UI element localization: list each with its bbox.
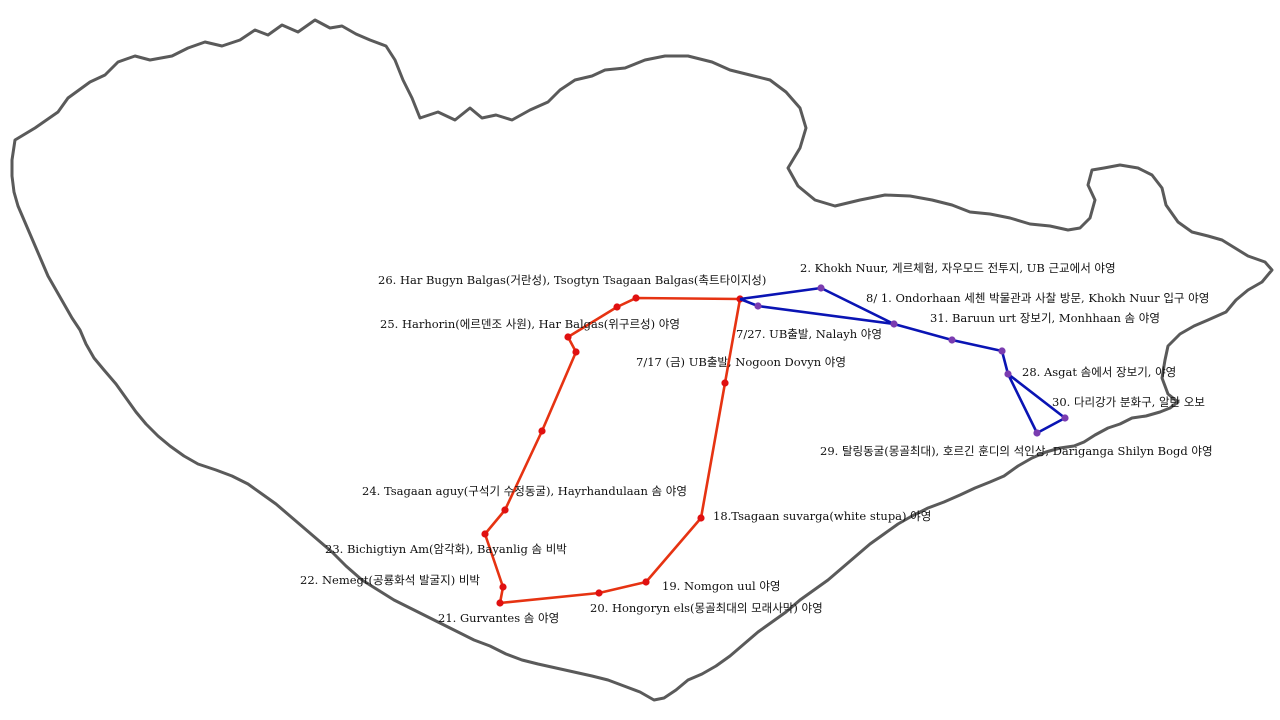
- label-day31: 31. Baruun urt 장보기, Monhhaan 솜 야영: [930, 311, 1160, 325]
- label-day23: 23. Bichigtiyn Am(암각화), Bayanlig 솜 비박: [325, 542, 567, 556]
- route-south-stop-marker: [499, 583, 507, 591]
- label-day30: 30. 다리강가 분화구, 알탄 오보: [1052, 395, 1205, 409]
- route-south-stop-marker: [613, 303, 621, 311]
- route-south-stop-marker: [564, 333, 572, 341]
- route-east-line: [739, 286, 1067, 435]
- stop-labels: 26. Har Bugyn Balgas(거란성), Tsogtyn Tsaga…: [300, 261, 1213, 625]
- route-south-line: [483, 296, 742, 605]
- mongolia-outline: [10, 18, 1274, 702]
- route-east-stop-marker: [817, 284, 825, 292]
- route-east-stop-marker: [754, 302, 762, 310]
- label-day2: 2. Khokh Nuur, 게르체험, 자우모드 전투지, UB 근교에서 야…: [800, 261, 1116, 275]
- label-day29: 29. 탈링동굴(몽골최대), 호르긴 훈디의 석인상, Dariganga S…: [820, 444, 1213, 458]
- label-day28: 28. Asgat 솜에서 장보기, 야영: [1022, 365, 1176, 379]
- route-south-stop-marker: [496, 599, 504, 607]
- route-south-stop-marker: [721, 379, 729, 387]
- label-day19: 19. Nomgon uul 야영: [662, 579, 781, 593]
- route-east-loop: [739, 284, 1069, 437]
- route-south-stop-marker: [642, 578, 650, 586]
- label-day22: 22. Nemegt(공룡화석 발굴지) 비박: [300, 573, 480, 587]
- route-east-stop-marker: [998, 347, 1006, 355]
- route-south-stop-marker: [572, 348, 580, 356]
- route-south-stop-marker: [481, 530, 489, 538]
- route-east-stop-marker: [1061, 414, 1069, 422]
- route-south-stop-marker: [595, 589, 603, 597]
- route-east-stop-marker: [890, 320, 898, 328]
- route-east-stop-marker: [1033, 429, 1041, 437]
- route-south-stop-marker: [501, 506, 509, 514]
- label-day24: 24. Tsagaan aguy(구석기 수정동굴), Hayrhandulaa…: [362, 484, 687, 498]
- label-day21: 21. Gurvantes 솜 야영: [438, 611, 559, 625]
- route-south-stop-marker: [538, 427, 546, 435]
- label-day1-aug: 8/ 1. Ondorhaan 세첸 박물관과 사찰 방문, Khokh Nuu…: [866, 291, 1209, 305]
- route-south-stop-marker: [697, 514, 705, 522]
- label-day18: 18.Tsagaan suvarga(white stupa) 야영: [713, 509, 931, 523]
- label-day25: 25. Harhorin(에르덴조 사원), Har Balgas(위구르성) …: [380, 317, 680, 331]
- label-day27: 7/27. UB출발, Nalayh 야영: [736, 327, 882, 341]
- label-day26: 26. Har Bugyn Balgas(거란성), Tsogtyn Tsaga…: [378, 273, 766, 287]
- route-south-loop: [481, 294, 744, 607]
- label-day20: 20. Hongoryn els(몽골최대의 모래사막) 야영: [590, 601, 823, 615]
- label-day17: 7/17 (금) UB출발, Nogoon Dovyn 야영: [636, 355, 846, 369]
- route-east-stop-marker: [1004, 370, 1012, 378]
- route-south-stop-marker: [632, 294, 640, 302]
- route-east-stop-marker: [948, 336, 956, 344]
